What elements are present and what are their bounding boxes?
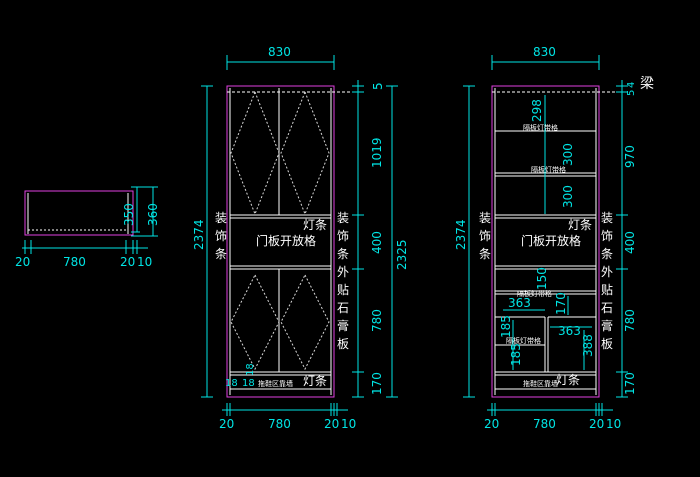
elev2-left-label-0: 装 [479, 211, 491, 225]
elev2-low-150: 150 [535, 267, 549, 290]
elev1-middle-w-label: 780 [268, 417, 291, 431]
elev1-right-label-4: 贴 [337, 283, 349, 297]
elev2-shelf-label-3: 隔板灯带格 [517, 289, 552, 298]
elev1-right-w-label: 20 [324, 417, 339, 431]
elev1-small-18b-label: 18 [245, 363, 256, 376]
elev2-low-388: 388 [581, 334, 595, 357]
elev1-lower-door-left-swing [230, 273, 280, 371]
elev2-seg-upper-label: 970 [623, 145, 637, 168]
elevation-shelf-view: 830 298 300 300 隔板灯带格 隔板灯带格 门板开放格 灯条 [454, 45, 654, 431]
elev2-right-label-7: 板 [601, 337, 613, 351]
elev1-light-strip-label: 灯条 [303, 218, 327, 232]
elev1-right-label-1: 饰 [337, 229, 349, 243]
elev2-light-strip-2-label: 灯条 [556, 373, 580, 387]
elev2-outline [491, 85, 600, 398]
elev2-end-w-label: 10 [606, 417, 621, 431]
elev2-shelf-gap-2: 300 [561, 143, 575, 166]
elev1-lower-door-right-swing [280, 273, 330, 371]
plan-outline [24, 190, 134, 236]
elev1-end-w-label: 10 [341, 417, 356, 431]
elev1-small-18-label: 18 [242, 378, 255, 389]
elev2-shelf-gap-1: 298 [530, 99, 544, 122]
elev2-beam-label: 梁 [640, 76, 654, 92]
plan-right-label: 20 [120, 255, 135, 269]
elev2-top-a-label: 5 [626, 90, 637, 96]
elev2-right-label-4: 贴 [601, 283, 613, 297]
elev1-seg-low-label: 780 [370, 309, 384, 332]
elev2-low-363b: 363 [558, 324, 581, 338]
elev2-low-363a: 363 [508, 296, 531, 310]
elev2-shelf-label-1: 隔板灯带格 [523, 123, 558, 132]
elev1-width-label: 830 [268, 45, 291, 59]
elev1-upper-door-left-swing [230, 90, 280, 216]
elev1-seg-mid-label: 400 [370, 231, 384, 254]
elev1-left-label-1: 饰 [215, 229, 227, 243]
elev2-height-label: 2374 [454, 219, 468, 250]
plan-end-label: 10 [137, 255, 152, 269]
elev2-width-label: 830 [533, 45, 556, 59]
elev2-middle-w-label: 780 [533, 417, 556, 431]
elev2-open-grid-label: 门板开放格 [521, 233, 581, 248]
elev1-right-label-3: 外 [337, 265, 349, 279]
elev2-right-label-3: 外 [601, 265, 613, 279]
elev2-shelf-label-4: 隔板灯带格 [506, 336, 541, 345]
elev2-shelf-gap-3: 300 [561, 185, 575, 208]
elev1-seg-top-label: 1019 [370, 137, 384, 168]
elev2-seg-low-label: 780 [623, 309, 637, 332]
elev2-shelf-label-2: 隔板灯带格 [531, 165, 566, 174]
elev2-light-strip-label: 灯条 [568, 218, 592, 232]
elev1-total-label: 2325 [395, 239, 409, 270]
elev2-seg-bot-label: 170 [623, 372, 637, 395]
elev2-right-label-1: 饰 [601, 229, 613, 243]
elev1-right-label-2: 条 [337, 247, 349, 261]
elev1-right-label-5: 石 [337, 301, 349, 315]
elevation-door-view: 830 门板开放格 灯条 拖鞋区靠墙 灯条 18 18 18 2374 装 [192, 45, 409, 431]
elev2-low-185b: 185 [509, 343, 523, 366]
elev1-beam-label: 5 [371, 82, 385, 90]
elev1-right-label-7: 板 [337, 337, 349, 351]
plan-depth-label: 350 [122, 203, 136, 226]
elev1-left-label-0: 装 [215, 211, 227, 225]
elev2-low-185a: 185 [499, 315, 513, 338]
elev2-right-label-0: 装 [601, 211, 613, 225]
plan-view: 350 360 20 780 20 10 [15, 186, 160, 269]
elev2-left-w-label: 20 [484, 417, 499, 431]
elev2-left-label-1: 饰 [479, 229, 491, 243]
elev2-right-label-6: 膏 [601, 318, 613, 333]
elev2-right-w-label: 20 [589, 417, 604, 431]
elev2-seg-mid-label: 400 [623, 231, 637, 254]
elev1-height-label: 2374 [192, 219, 206, 250]
plan-middle-label: 780 [63, 255, 86, 269]
elev1-upper-door-right-swing [280, 90, 330, 216]
elev1-bottom-small-label: 拖鞋区靠墙 [258, 379, 293, 388]
elev1-seg-bot-label: 170 [370, 372, 384, 395]
elev1-right-label-6: 膏 [337, 318, 349, 333]
elev1-left-label-2: 条 [215, 247, 227, 261]
elev2-low-170: 170 [554, 292, 568, 315]
elev1-outline [226, 85, 335, 398]
elev1-small-18c-label: 18 [225, 378, 238, 389]
plan-depth-total-label: 360 [146, 203, 160, 226]
elev2-left-label-2: 条 [479, 247, 491, 261]
elev1-left-w-label: 20 [219, 417, 234, 431]
elev2-top-b-label: 4 [626, 82, 637, 88]
elev2-right-label-2: 条 [601, 247, 613, 261]
elev1-light-strip-2-label: 灯条 [303, 374, 327, 388]
elev1-right-label-0: 装 [337, 211, 349, 225]
elev1-open-grid-label: 门板开放格 [256, 233, 316, 248]
elev2-right-label-5: 石 [601, 301, 613, 315]
plan-left-label: 20 [15, 255, 30, 269]
elev2-bottom-small-label: 拖鞋区靠墙 [523, 379, 558, 388]
